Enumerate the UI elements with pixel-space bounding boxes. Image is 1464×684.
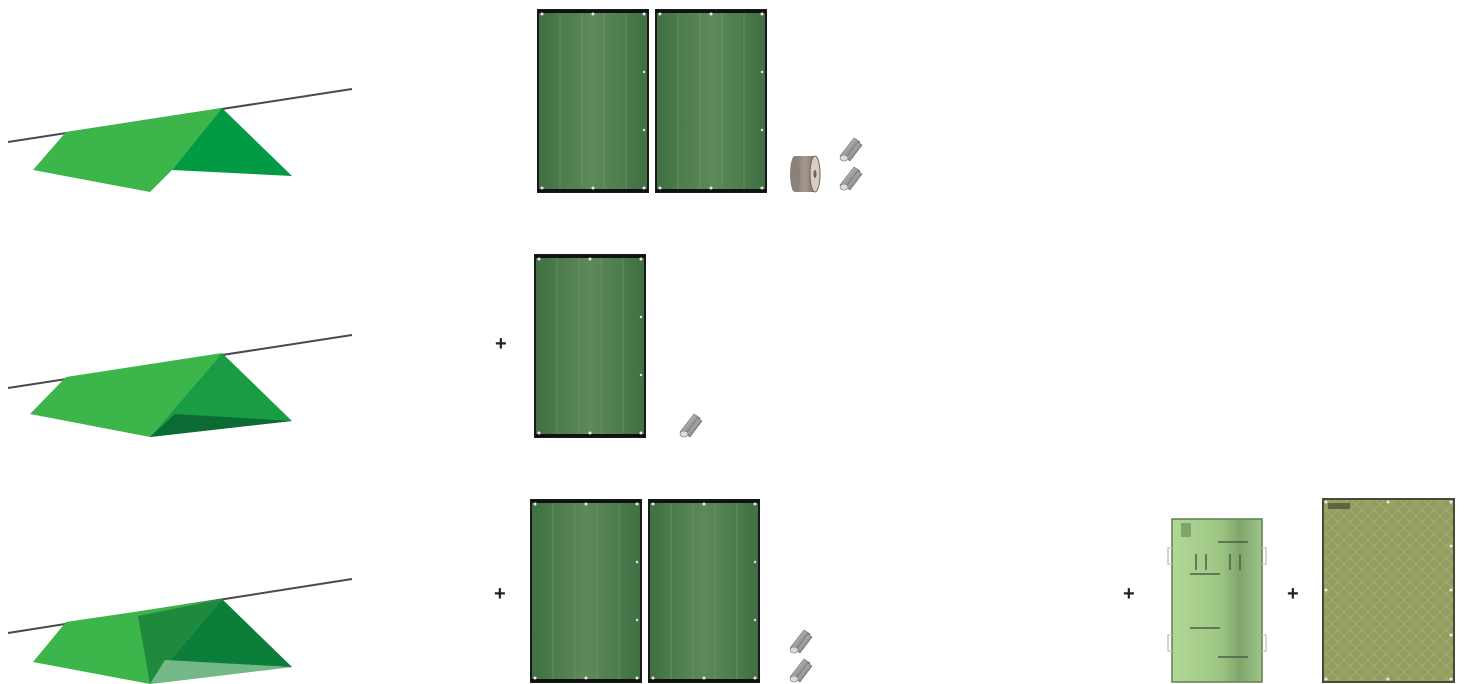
tarp-panel [538, 10, 648, 192]
tarp-panel [649, 500, 759, 682]
tent-stakes-icon [680, 414, 702, 437]
plus-label: + [1287, 584, 1299, 604]
tent-stakes-icon [790, 630, 812, 653]
rope-spool-icon [790, 156, 820, 192]
tent-stakes-icon [840, 138, 862, 161]
tarp-panel [656, 10, 766, 192]
tent-stakes-icon [840, 167, 862, 190]
tent-illustration-2 [8, 335, 352, 437]
tent-illustration-3 [8, 579, 352, 684]
tent-illustration-1 [8, 89, 352, 192]
plus-label: + [494, 584, 506, 604]
tent-stakes-icon [790, 659, 812, 682]
plus-label: + [495, 334, 507, 354]
mesh-panel [1323, 499, 1454, 682]
groundsheet [1168, 519, 1266, 682]
tarp-panel [531, 500, 641, 682]
tarp-panel [535, 255, 645, 437]
plus-label: + [1123, 584, 1135, 604]
